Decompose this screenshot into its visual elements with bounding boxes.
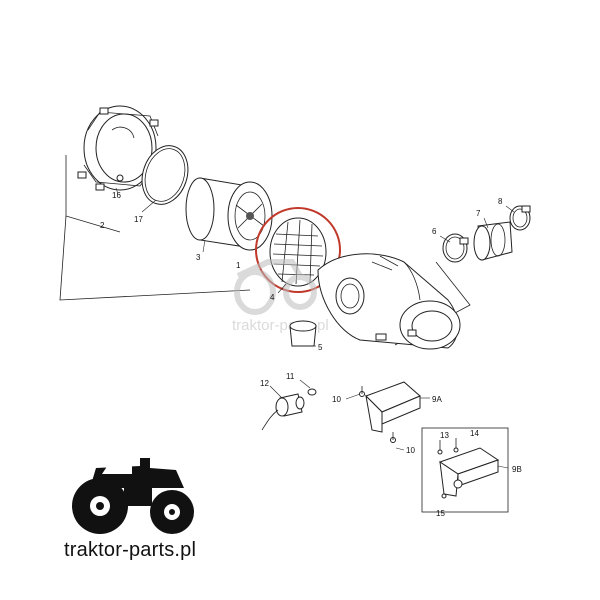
tractor-icon <box>72 458 194 534</box>
adapter-part <box>307 388 317 396</box>
callout-15: 15 <box>436 509 445 518</box>
callout-13: 13 <box>440 431 449 440</box>
leader-lines <box>115 187 515 469</box>
callout-9b: 9B <box>512 465 522 474</box>
callout-6: 6 <box>432 227 437 236</box>
detail-box-9b <box>421 427 509 513</box>
restriction-indicator-part <box>261 393 305 431</box>
callout-17: 17 <box>134 215 143 224</box>
highlight-circle <box>255 207 341 293</box>
callout-8: 8 <box>498 197 503 206</box>
callout-7: 7 <box>476 209 481 218</box>
callout-1: 1 <box>236 261 241 270</box>
bolt-part <box>390 432 396 443</box>
vacuator-valve-part <box>289 320 317 347</box>
callout-14: 14 <box>470 429 479 438</box>
seal-ring-inner <box>144 148 186 202</box>
outer-filter-element-part <box>185 177 273 251</box>
seal-ring-part <box>141 145 189 205</box>
callout-labels: 2 16 17 3 4 5 1 6 7 8 9A 10 10 11 12 13 … <box>100 191 522 518</box>
connector-hose-part <box>473 221 513 261</box>
callout-11: 11 <box>286 372 295 381</box>
air-cleaner-housing-part <box>317 253 461 350</box>
callout-4: 4 <box>270 293 275 302</box>
callout-9a: 9A <box>432 395 442 404</box>
mounting-bracket-9a-part <box>359 381 421 433</box>
hose-clamp-part <box>442 233 469 263</box>
callout-10a: 10 <box>332 395 341 404</box>
callout-12: 12 <box>260 379 269 388</box>
hose-clamp-2-part <box>509 205 531 231</box>
brand-name: traktor-parts.pl <box>64 539 197 561</box>
housing-cover-part <box>77 105 159 191</box>
callout-2: 2 <box>100 221 105 230</box>
callout-16: 16 <box>112 191 121 200</box>
callout-3: 3 <box>196 253 201 262</box>
callout-10b: 10 <box>406 446 415 455</box>
callout-5: 5 <box>318 343 323 352</box>
